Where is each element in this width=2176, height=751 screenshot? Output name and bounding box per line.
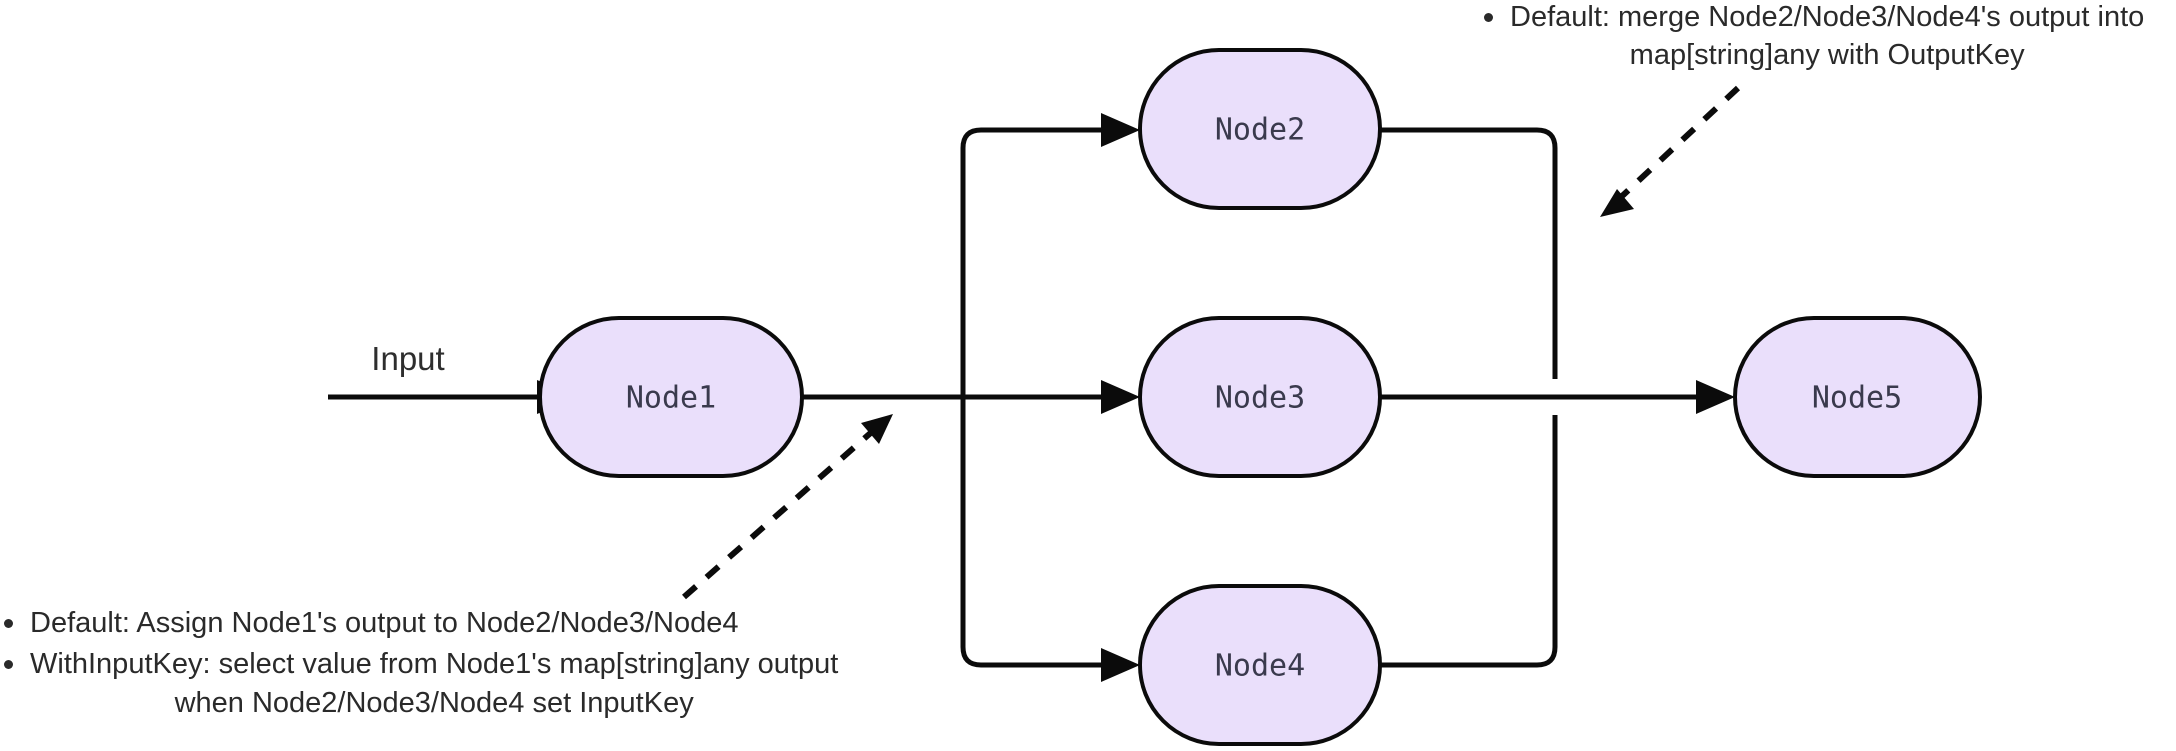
edge-split-to-node2	[960, 113, 1140, 397]
edge-node2-to-merge	[1378, 127, 1558, 379]
arrow-head-node4	[1101, 648, 1140, 682]
annotation-assign-item2-line1: WithInputKey: select value from Node1's …	[30, 648, 839, 681]
arrow-head-annotation-merge	[1600, 189, 1634, 217]
node-node1-label: Node1	[626, 381, 716, 416]
edge-split-to-node3	[963, 380, 1140, 414]
annotation-merge-line2: map[string]any with OutputKey	[1629, 39, 2025, 72]
node-node3-label: Node3	[1215, 381, 1305, 416]
node-node5[interactable]: Node5	[1733, 316, 1982, 478]
arrow-head-node2	[1101, 113, 1140, 147]
annotation-assign-item2-line2: when Node2/Node3/Node4 set InputKey	[174, 686, 694, 719]
node-node1[interactable]: Node1	[538, 316, 804, 478]
node-node3[interactable]: Node3	[1138, 316, 1382, 478]
node-node2-label: Node2	[1215, 113, 1305, 148]
annotation-merge-item: Default: merge Node2/Node3/Node4's outpu…	[1480, 0, 2144, 75]
edge-label-input: Input	[371, 340, 444, 377]
annotation-assign-item1: Default: Assign Node1's output to Node2/…	[30, 607, 739, 639]
arrow-head-annotation-assign	[861, 414, 893, 444]
annotation-pointer-assign	[682, 414, 893, 600]
edge-node3-to-node5	[1378, 380, 1735, 414]
node-node4[interactable]: Node4	[1138, 584, 1382, 746]
arrow-head-node5	[1696, 380, 1735, 414]
annotation-assign-text: Default: Assign Node1's output to Node2/…	[0, 604, 838, 725]
bullet-icon	[4, 660, 13, 670]
node-node4-label: Node4	[1215, 649, 1305, 684]
annotation-pointer-merge	[1600, 85, 1741, 217]
annotation-assign-item-default: Default: Assign Node1's output to Node2/…	[0, 604, 838, 642]
node-node2[interactable]: Node2	[1138, 48, 1382, 210]
annotation-assign-item-inputkey: WithInputKey: select value from Node1's …	[0, 645, 838, 722]
bullet-icon	[1484, 13, 1493, 23]
edge-split-to-node4	[960, 397, 1140, 682]
edge-node4-to-merge	[1378, 415, 1558, 668]
bullet-icon	[4, 619, 13, 629]
arrow-head-node3	[1101, 380, 1140, 414]
node-node5-label: Node5	[1812, 381, 1902, 416]
annotation-merge-text: Default: merge Node2/Node3/Node4's outpu…	[1480, 0, 2144, 78]
annotation-merge-line1: Default: merge Node2/Node3/Node4's outpu…	[1510, 1, 2145, 33]
